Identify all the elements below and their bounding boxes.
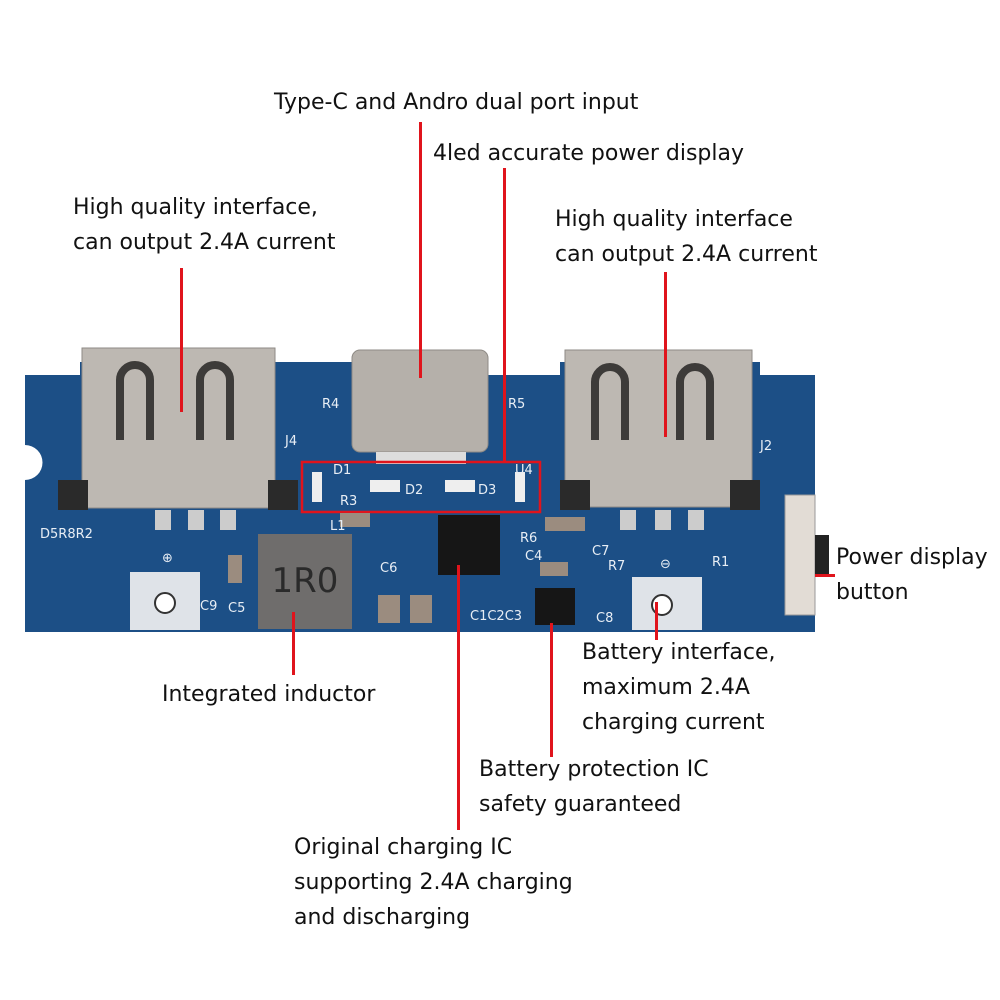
silkscreen-d5r8r2: D5R8R2 (40, 527, 93, 542)
battery-pad-positive-hole (154, 592, 176, 614)
led-3 (445, 480, 475, 492)
label-battery-interface: Battery interface, maximum 2.4A charging c… (582, 635, 776, 740)
inductor-body (258, 534, 352, 629)
callout-line-usb-right (664, 272, 667, 437)
label-line: supporting 2.4A charging (294, 870, 573, 895)
label-line: Battery protection IC (479, 757, 709, 782)
inductor-marking: 1R0 (272, 561, 339, 601)
usb-port-right-pin (688, 510, 704, 530)
usb-port-left-spring (196, 361, 234, 440)
label-line: can output 2.4A current (555, 242, 818, 267)
silkscreen-j2: J2 (759, 439, 772, 454)
silkscreen-c9: C9 (200, 599, 217, 614)
silkscreen-c8: C8 (596, 611, 613, 626)
led-2 (370, 480, 400, 492)
label-line: button (836, 580, 909, 605)
silkscreen-d1: D1 (333, 463, 351, 478)
silkscreen-r4: R4 (322, 397, 339, 412)
silkscreen-r7: R7 (608, 559, 625, 574)
usb-port-right-tab (730, 480, 760, 510)
callout-line-charging-ic (457, 565, 460, 830)
inductor: 1R0 (258, 534, 352, 629)
callout-line-inductor (292, 612, 295, 675)
usb-port-right-spring (591, 363, 629, 440)
led-4 (515, 472, 525, 502)
usb-port-right-pin (655, 510, 671, 530)
usb-port-right (560, 349, 760, 530)
label-line: Original charging IC (294, 835, 513, 860)
silkscreen-u4: U4 (515, 463, 533, 478)
label-line: High quality interface, (73, 195, 318, 220)
label-usb-left: High quality interface, can output 2.4A c… (73, 190, 335, 260)
callout-line-led (503, 168, 506, 462)
silkscreen-l1: L1 (330, 519, 346, 534)
callout-line-protection (550, 623, 553, 757)
usb-port-left-tab (268, 480, 298, 510)
label-led-display: 4led accurate power display (433, 141, 745, 166)
usb-port-left-housing (81, 347, 276, 509)
label-line: maximum 2.4A (582, 675, 750, 700)
silkscreen-j4: J4 (284, 434, 297, 449)
callout-line-battery (655, 602, 658, 640)
usb-port-right-pin (620, 510, 636, 530)
led-1 (312, 472, 322, 502)
smd-component (545, 517, 585, 531)
usb-port-left-tab (58, 480, 88, 510)
label-line: and discharging (294, 905, 471, 930)
label-line: Battery interface, (582, 640, 776, 665)
label-protection-ic: Battery protection IC safety guaranteed (479, 752, 709, 822)
pcb-board-tab (315, 362, 353, 377)
label-charging-ic: Original charging IC supporting 2.4A char… (294, 830, 573, 935)
smd-component (378, 595, 400, 623)
silkscreen-r1: R1 (712, 555, 729, 570)
smd-component (340, 513, 370, 527)
silkscreen-r5: R5 (508, 397, 525, 412)
label-usb-right: High quality interface can output 2.4A cu… (555, 202, 817, 272)
label-line: can output 2.4A current (73, 230, 336, 255)
usb-port-left-pin (220, 510, 236, 530)
label-line: Power display (836, 545, 988, 570)
usb-port-left-pin (188, 510, 204, 530)
label-line: charging current (582, 710, 765, 735)
silkscreen-r6: R6 (520, 531, 537, 546)
label-inductor: Integrated inductor (162, 682, 376, 707)
label-typec-input: Type-C and Andro dual port input (274, 90, 639, 115)
callout-line-usb-left (180, 268, 183, 412)
callout-line-button (815, 574, 835, 577)
usb-port-left-spring (116, 361, 154, 440)
label-power-button: Power display button (836, 540, 988, 610)
callout-line-typec (419, 122, 422, 378)
silkscreen-r3: R3 (340, 494, 357, 509)
label-line: safety guaranteed (479, 792, 682, 817)
led-highlight-box (300, 460, 542, 514)
silkscreen-c7: C7 (592, 544, 609, 559)
usb-port-left-pin (155, 510, 171, 530)
power-display-switch-knob (815, 535, 829, 575)
charging-ic (438, 515, 500, 575)
plus-icon: ⊕ (162, 551, 173, 566)
silkscreen-d3: D3 (478, 483, 496, 498)
smd-component (540, 562, 568, 576)
silkscreen-c4: C4 (525, 549, 542, 564)
power-display-switch (784, 494, 816, 616)
silkscreen-c5: C5 (228, 601, 245, 616)
usb-port-right-tab (560, 480, 590, 510)
label-line: High quality interface (555, 207, 793, 232)
silkscreen-d2: D2 (405, 483, 423, 498)
minus-icon: ⊖ (660, 557, 671, 572)
usb-port-left (58, 347, 298, 530)
battery-protection-ic (535, 588, 575, 625)
smd-component (228, 555, 242, 583)
silkscreen-c123: C1C2C3 (470, 609, 522, 624)
usb-port-right-spring (676, 363, 714, 440)
silkscreen-c6: C6 (380, 561, 397, 576)
smd-component (410, 595, 432, 623)
